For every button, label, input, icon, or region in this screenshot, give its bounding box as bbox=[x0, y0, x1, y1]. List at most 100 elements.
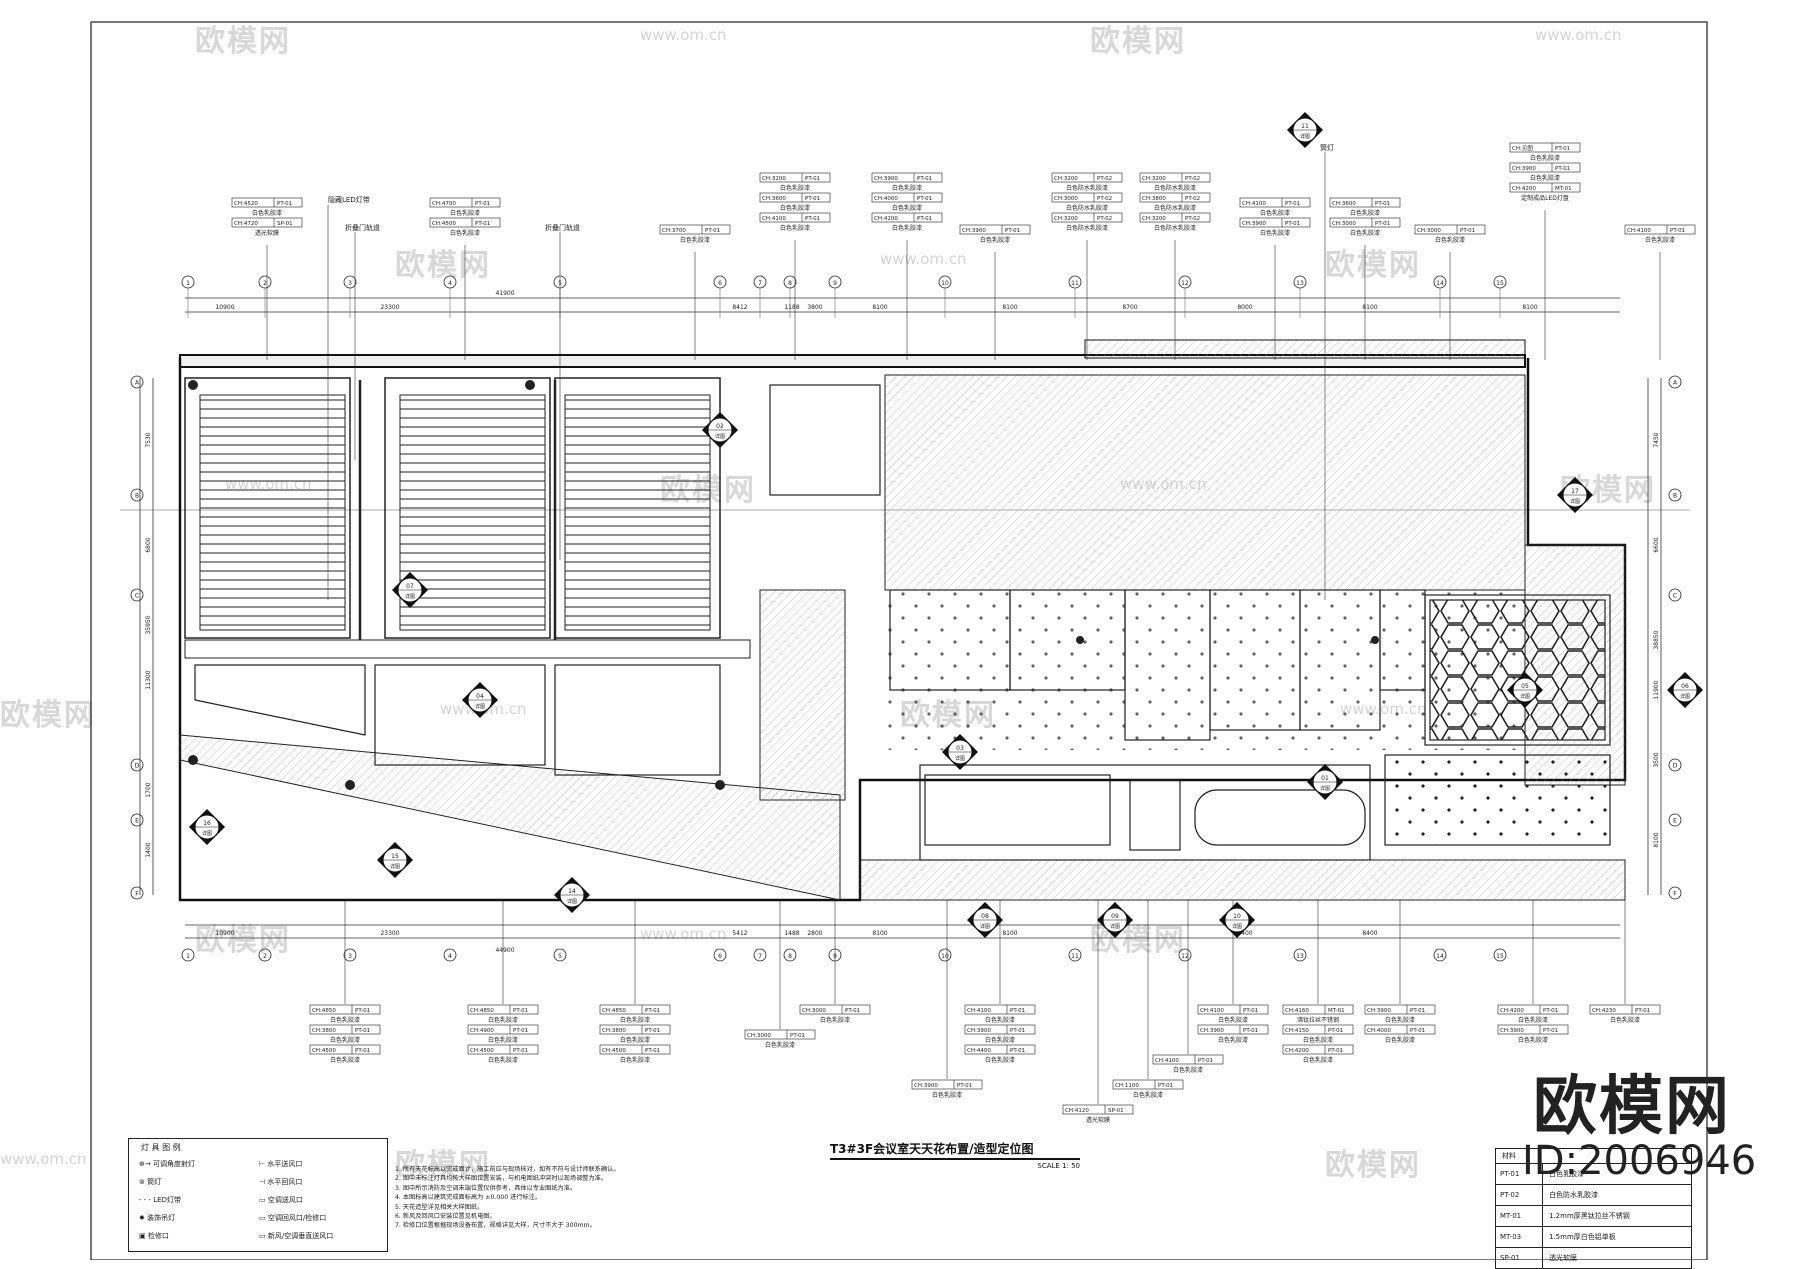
grid-label: 8 bbox=[788, 953, 792, 960]
dimension-vertical: 38850 bbox=[1653, 630, 1660, 649]
note-line: 5. 天花造型详见相关大样图纸。 bbox=[395, 1203, 484, 1211]
tag-height: CH:3200 bbox=[1142, 176, 1166, 182]
ac-supply-icon: ▭ 空调送风口 bbox=[259, 1196, 303, 1204]
tag-box bbox=[964, 1044, 1036, 1055]
grid-label: 11 bbox=[1071, 953, 1079, 960]
tag-height: CH:3900 bbox=[967, 1028, 991, 1034]
tag-height: CH:4200 bbox=[874, 216, 898, 222]
tag-material-name: 白色乳胶漆 bbox=[488, 1056, 518, 1064]
grid-bubble bbox=[1668, 758, 1682, 772]
grid-bubble bbox=[938, 948, 952, 962]
grid-bubble bbox=[1433, 948, 1447, 962]
tag-box bbox=[1509, 162, 1581, 173]
tag-box bbox=[1051, 172, 1123, 183]
watermark-brand: 欧模网 bbox=[0, 698, 96, 733]
tag-box bbox=[1197, 1004, 1269, 1015]
grid-label: B bbox=[135, 493, 139, 500]
tag-box bbox=[1364, 1004, 1436, 1015]
tag-material-code: PT-01 bbox=[1543, 1028, 1558, 1034]
grid-label: A bbox=[135, 380, 140, 387]
grid-label: C bbox=[1673, 593, 1677, 600]
tag-material-code: PT-01 bbox=[1285, 221, 1300, 227]
grid-bubble bbox=[130, 813, 144, 827]
tag-height: CH:4500 bbox=[312, 1048, 336, 1054]
grid-label: D bbox=[1673, 763, 1678, 770]
tag-box bbox=[599, 1044, 671, 1055]
tag-box bbox=[429, 217, 501, 228]
tag-height: CH:4160 bbox=[1285, 1008, 1309, 1014]
tag-material-name: 白色防水乳胶漆 bbox=[1154, 224, 1196, 232]
grid-label: D bbox=[135, 763, 140, 770]
tag-material-code: PT-01 bbox=[1375, 201, 1390, 207]
dimension-segment: 1188 bbox=[784, 304, 799, 311]
grid-label: 15 bbox=[1496, 280, 1504, 287]
tag-material-code: PT-01 bbox=[1285, 201, 1300, 207]
title-underline bbox=[830, 1158, 1080, 1160]
dimension-overall: 41900 bbox=[495, 290, 514, 297]
general-notes: 1. 所有天花标高以完成面计，施工前应与现场核对，如有不符与设计师联系确认。 2… bbox=[395, 1165, 845, 1231]
tag-material-name: 白色乳胶漆 bbox=[488, 1036, 518, 1044]
tag-material-name: 白色乳胶漆 bbox=[1218, 1016, 1248, 1024]
grid-label: 5 bbox=[558, 953, 562, 960]
tag-material-name: 白色乳胶漆 bbox=[780, 204, 810, 212]
tag-height: CH:3000 bbox=[1054, 196, 1078, 202]
grid-bubble bbox=[1668, 886, 1682, 900]
grid-label: 8 bbox=[788, 280, 792, 287]
tag-material-name: 白色乳胶漆 bbox=[620, 1056, 650, 1064]
tag-box bbox=[759, 212, 831, 223]
tag-material-name: 白色乳胶漆 bbox=[820, 1016, 850, 1024]
tag-box bbox=[1139, 172, 1211, 183]
tag-material-code: PT-01 bbox=[1543, 1008, 1558, 1014]
tag-box bbox=[799, 1004, 871, 1015]
tag-height: CH:3800 bbox=[1142, 196, 1166, 202]
tag-height: CH:4000 bbox=[1367, 1028, 1391, 1034]
tag-material-name: 白色乳胶漆 bbox=[450, 209, 480, 217]
section-id: 16 bbox=[203, 820, 211, 827]
legend-label: LED灯带 bbox=[153, 1196, 181, 1204]
section-id: 02 bbox=[716, 423, 724, 430]
dimension-segment: 8400 bbox=[1237, 930, 1252, 937]
tag-height: CH:3900 bbox=[1512, 166, 1536, 172]
grid-label: 14 bbox=[1436, 280, 1444, 287]
tag-material-code: PT-01 bbox=[1410, 1008, 1425, 1014]
tag-material-code: PT-01 bbox=[513, 1028, 528, 1034]
adjustable-spotlight-icon: ⊕→ 可调角度射灯 bbox=[139, 1160, 195, 1168]
materials-header: 材料 bbox=[1502, 1152, 1516, 1160]
dimension-segment: 8100 bbox=[1362, 304, 1377, 311]
tag-material-code: PT-01 bbox=[277, 201, 292, 207]
ac-return-icon: ▭ 空调回风口/检修口 bbox=[259, 1214, 327, 1222]
section-id: 07 bbox=[406, 583, 414, 590]
tag-box bbox=[1139, 192, 1211, 203]
section-sheet: 详图 bbox=[1300, 133, 1310, 140]
tag-height: CH:4100 bbox=[1200, 1008, 1224, 1014]
grid-label: 14 bbox=[1436, 953, 1444, 960]
tag-height: CH:见图 bbox=[1512, 144, 1533, 152]
tag-box bbox=[759, 192, 831, 203]
note-line: 7. 检修口位置根据现场设备布置，规格详见大样，尺寸不大于 300mm。 bbox=[395, 1222, 596, 1230]
tag-material-name: 白色乳胶漆 bbox=[620, 1016, 650, 1024]
tag-material-name: 白色防水乳胶漆 bbox=[1154, 204, 1196, 212]
tag-material-code: PT-01 bbox=[1243, 1008, 1258, 1014]
tag-material-code: PT-01 bbox=[917, 216, 932, 222]
section-id: 06 bbox=[1681, 683, 1689, 690]
watermark-url: www.om.cn bbox=[640, 26, 727, 44]
tag-material-name: 定制成品LED灯盘 bbox=[1521, 194, 1569, 202]
grid-label: E bbox=[1673, 818, 1677, 825]
tag-height: CH:3200 bbox=[1142, 216, 1166, 222]
watermark-url: www.om.cn bbox=[880, 250, 967, 268]
tag-height: CH:3600 bbox=[1332, 201, 1356, 207]
grid-label: 1 bbox=[186, 953, 190, 960]
dimension-vertical: 6800 bbox=[145, 537, 152, 552]
grid-bubble bbox=[443, 948, 457, 962]
